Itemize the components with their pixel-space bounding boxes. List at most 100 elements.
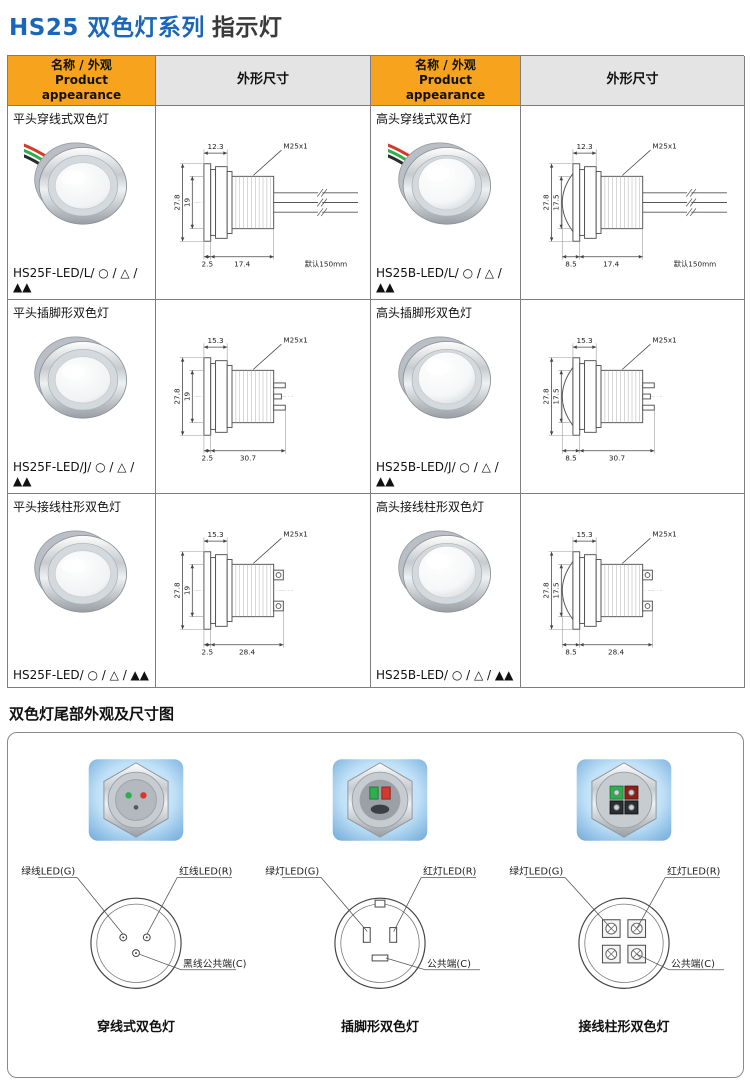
product-cell-dome-terminal: 高头接线柱形双色灯 HS25B-LED/ ○ / △ / ▲▲	[371, 494, 521, 688]
tail-group-pin: 绿灯LED(G) 红灯LED(R) 公共端(C) 插脚形双色灯	[258, 757, 502, 1035]
svg-text:27.8: 27.8	[542, 582, 551, 599]
svg-text:17.4: 17.4	[234, 259, 251, 268]
rear-view-photo	[88, 759, 184, 841]
svg-text:公共端(C): 公共端(C)	[427, 957, 471, 970]
product-name: 高头接线柱形双色灯	[376, 500, 485, 514]
svg-text:默认150mm: 默认150mm	[304, 259, 346, 268]
product-photo	[397, 530, 491, 613]
header-appearance-cn: 名称 / 外观	[415, 58, 476, 72]
header-dimensions-label: 外形尺寸	[236, 72, 289, 88]
product-name: 平头穿线式双色灯	[13, 112, 110, 126]
product-model: HS25B-LED/L/ ○ / △ / ▲▲	[376, 266, 502, 294]
tail-section-box: 绿线LED(G) 红线LED(R) 黑线公共端(C) 穿线式双色灯 绿灯LED(G)…	[7, 732, 744, 1078]
header-appearance-en2: appearance	[41, 88, 122, 102]
svg-text:红灯LED(R): 红灯LED(R)	[667, 865, 720, 878]
svg-text:19: 19	[182, 586, 191, 596]
product-cell-flat-wire: 平头穿线式双色灯 HS25F-LED/L/ ○ / △ / ▲▲	[8, 106, 156, 300]
svg-text:M25x1: M25x1	[283, 141, 307, 150]
svg-text:27.8: 27.8	[172, 194, 181, 211]
svg-text:27.8: 27.8	[542, 194, 551, 211]
svg-text:M25x1: M25x1	[283, 335, 307, 344]
header-appearance-cn: 名称 / 外观	[51, 58, 112, 72]
pinout-schematic: 绿线LED(G) 红线LED(R) 黑线公共端(C)	[21, 865, 247, 989]
svg-text:19: 19	[182, 198, 191, 208]
header-appearance-en1: Product	[55, 73, 108, 87]
svg-text:17.5: 17.5	[551, 194, 560, 210]
tail-caption: 穿线式双色灯	[96, 1020, 175, 1035]
svg-text:8.5: 8.5	[565, 647, 577, 656]
svg-text:12.3: 12.3	[576, 142, 593, 151]
header-dimensions-right: 外形尺寸	[521, 56, 745, 106]
product-model: HS25F-LED/ ○ / △ / ▲▲	[13, 668, 150, 682]
header-dimensions-left: 外形尺寸	[156, 56, 371, 106]
page-title: HS25 双色灯系列指示灯	[9, 8, 744, 42]
product-model: HS25F-LED/L/ ○ / △ / ▲▲	[13, 266, 138, 294]
product-photo	[387, 142, 491, 225]
svg-text:15.3: 15.3	[576, 336, 593, 345]
product-name: 高头穿线式双色灯	[376, 112, 473, 126]
header-dimensions-label: 外形尺寸	[606, 72, 659, 88]
product-photo	[23, 142, 127, 225]
page-title-series: HS25 双色灯系列	[9, 15, 205, 41]
product-photo	[397, 336, 491, 419]
rear-view-photo	[576, 759, 672, 841]
svg-text:2.5: 2.5	[201, 647, 213, 656]
svg-text:2.5: 2.5	[201, 453, 213, 462]
product-photo	[33, 530, 127, 613]
product-cell-dome-pin: 高头插脚形双色灯 HS25B-LED/J/ ○ / △ / ▲▲	[371, 300, 521, 494]
pinout-schematic: 绿灯LED(G)红灯LED(R)公共端(C)	[509, 865, 724, 989]
svg-text:12.3: 12.3	[207, 142, 224, 151]
page-title-type: 指示灯	[211, 15, 283, 41]
svg-text:绿灯LED(G): 绿灯LED(G)	[265, 865, 319, 878]
svg-text:M25x1: M25x1	[652, 141, 676, 150]
svg-text:27.8: 27.8	[172, 582, 181, 599]
product-photo	[33, 336, 127, 419]
product-model: HS25B-LED/J/ ○ / △ / ▲▲	[376, 460, 499, 488]
svg-text:红灯LED(R): 红灯LED(R)	[423, 865, 476, 878]
tail-group-wire: 绿线LED(G) 红线LED(R) 黑线公共端(C) 穿线式双色灯	[14, 757, 258, 1035]
svg-text:27.8: 27.8	[172, 388, 181, 405]
svg-text:17.4: 17.4	[603, 259, 620, 268]
svg-text:2.5: 2.5	[201, 259, 213, 268]
svg-text:8.5: 8.5	[565, 259, 577, 268]
product-cell-flat-pin: 平头插脚形双色灯 HS25F-LED/J/ ○ / △ / ▲▲	[8, 300, 156, 494]
pinout-schematic: 绿灯LED(G) 红灯LED(R) 公共端(C)	[265, 865, 480, 989]
header-appearance-left: 名称 / 外观 Product appearance	[8, 56, 156, 106]
svg-text:19: 19	[182, 392, 191, 402]
tail-group-terminal: 绿灯LED(G)红灯LED(R)公共端(C) 接线柱形双色灯	[502, 757, 746, 1035]
svg-text:黑线公共端(C): 黑线公共端(C)	[183, 957, 246, 970]
product-name: 平头接线柱形双色灯	[13, 500, 122, 514]
svg-text:15.3: 15.3	[207, 336, 224, 345]
product-model: HS25B-LED/ ○ / △ / ▲▲	[376, 668, 514, 682]
spec-table: 名称 / 外观 Product appearance 外形尺寸 名称 / 外观 …	[7, 55, 745, 688]
svg-text:M25x1: M25x1	[283, 529, 307, 538]
product-cell-flat-terminal: 平头接线柱形双色灯 HS25F-LED/ ○ / △ / ▲▲	[8, 494, 156, 688]
header-appearance-en2: appearance	[405, 88, 486, 102]
svg-text:30.7: 30.7	[239, 453, 255, 462]
svg-text:绿线LED(G): 绿线LED(G)	[21, 865, 75, 878]
svg-text:M25x1: M25x1	[652, 529, 676, 538]
header-appearance-en1: Product	[419, 73, 472, 87]
product-name: 高头插脚形双色灯	[376, 306, 473, 320]
svg-text:17.5: 17.5	[551, 388, 560, 404]
svg-text:15.3: 15.3	[207, 530, 224, 539]
svg-text:绿灯LED(G): 绿灯LED(G)	[509, 865, 563, 878]
svg-text:M25x1: M25x1	[652, 335, 676, 344]
svg-text:30.7: 30.7	[609, 453, 625, 462]
tail-caption: 插脚形双色灯	[340, 1020, 419, 1035]
tail-caption: 接线柱形双色灯	[578, 1020, 670, 1035]
svg-text:默认150mm: 默认150mm	[674, 259, 716, 268]
svg-text:红线LED(R): 红线LED(R)	[179, 865, 232, 878]
